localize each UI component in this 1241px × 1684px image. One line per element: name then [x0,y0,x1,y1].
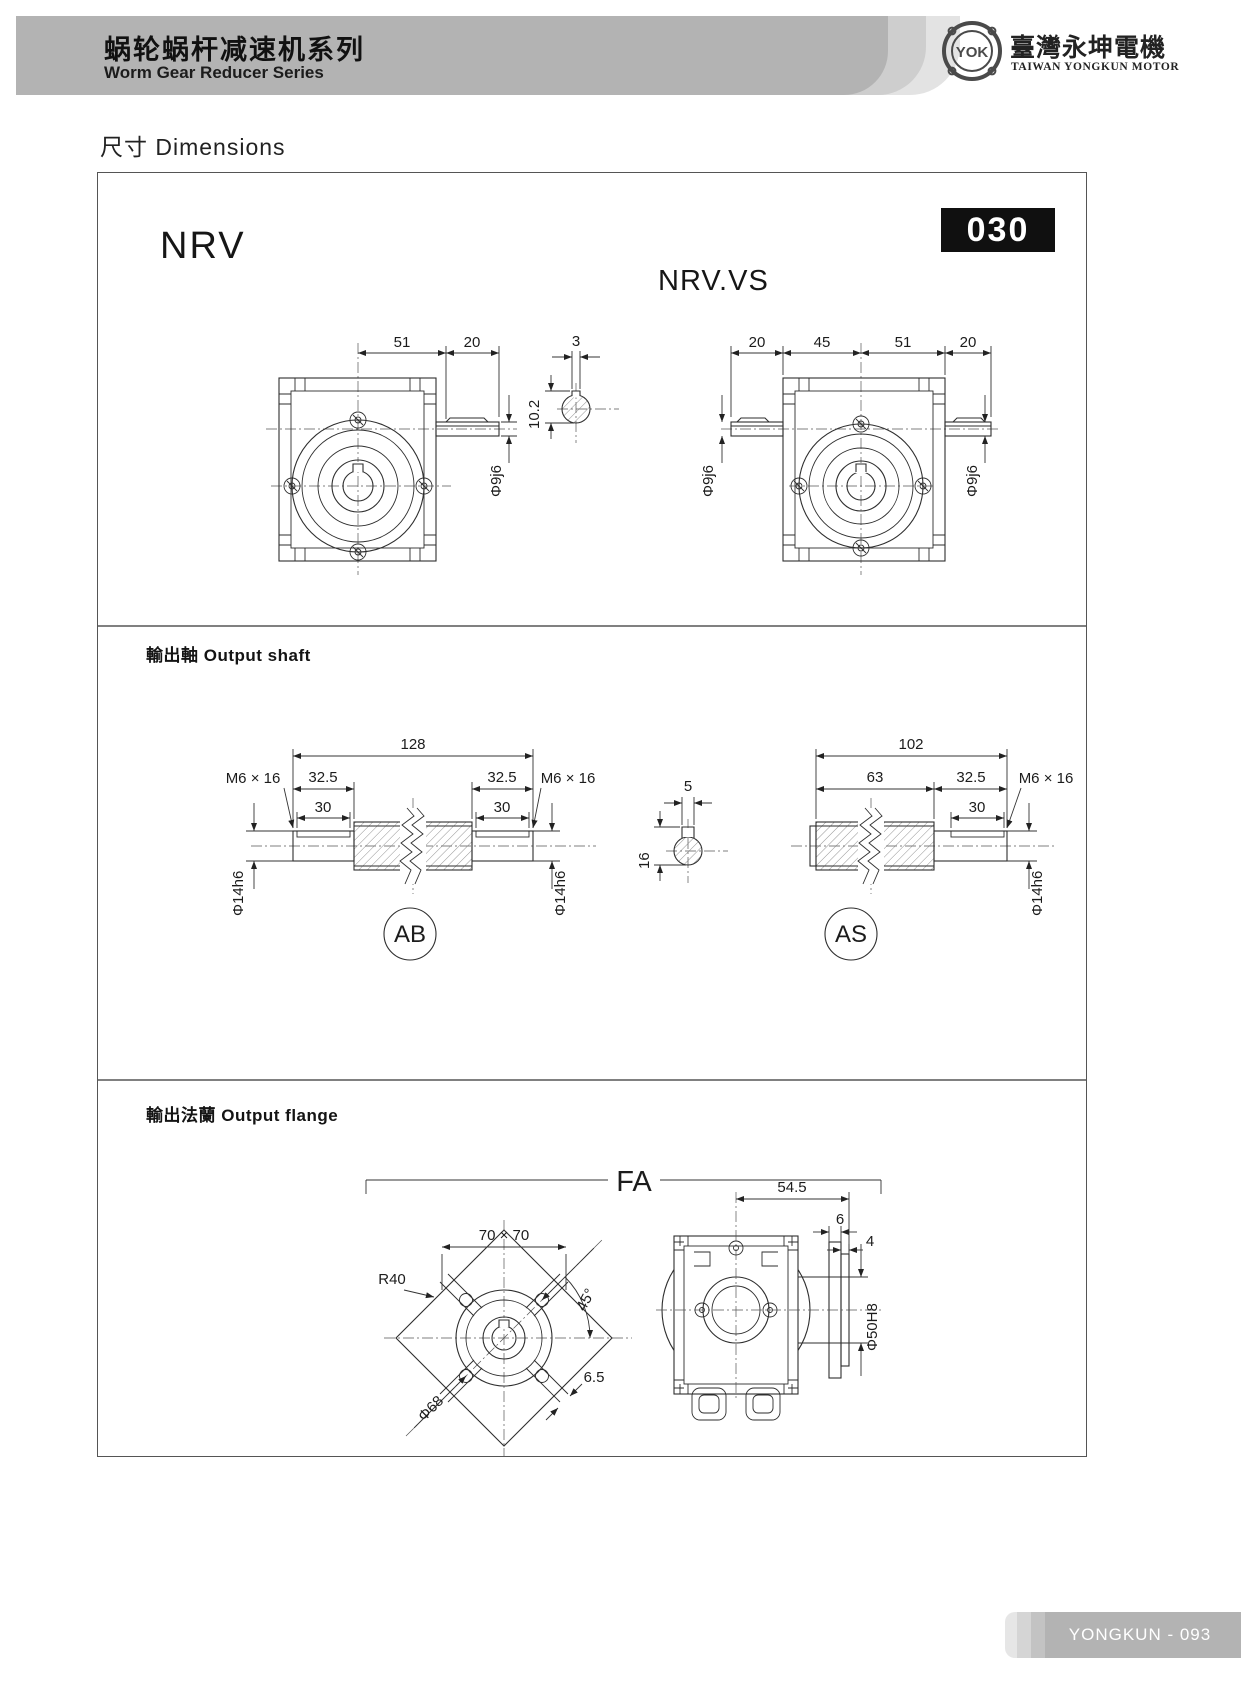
dim-key1-width: 3 [572,333,580,350]
key2-dimensions: 5 16 [636,778,712,881]
as-tag: AS [824,907,878,961]
dim-nrv-51: 51 [394,334,411,351]
dim-flange-bolt-angle: 45° [573,1286,599,1314]
series-title-en: Worm Gear Reducer Series [104,63,324,82]
nrv-key-section-drawing: 3 10.2 [526,333,619,443]
section-divider-2 [98,1079,1086,1081]
ab-dimensions: 128 32.5 32.5 30 30 M6 × 16 M6 × 16 Φ14h… [226,736,596,916]
output-shaft-label-en: Output shaft [203,646,311,665]
dim-ab-end-left: 32.5 [308,769,337,786]
page-title-en: Dimensions [155,134,286,160]
flange-side-view [656,1192,881,1421]
dim-nrvvs-20a: 20 [749,334,766,351]
dim-flange-bolt-circle: Φ68 [415,1393,447,1425]
model-label-nrvvs: NRV.VS [658,265,769,297]
dimensions-box: 030 NRV NRV.VS [97,172,1087,1457]
flange-side-dimensions: 54.5 6 4 Φ50H8 [736,1179,881,1376]
ab-tag-label: AB [394,921,426,948]
dim-ab-key-left: 30 [315,799,332,816]
dim-ab-dia-left: Φ14h6 [230,871,247,916]
nrv-body-outline [278,377,437,562]
as-tag-label: AS [835,921,867,948]
nrv-bolt-ears [283,411,433,561]
dim-flange-bolt-square: 70 × 70 [479,1227,529,1244]
flange-front-dimensions: 70 × 70 R40 45° Φ68 6.5 [378,1227,605,1429]
model-size-badge: 030 [941,208,1055,252]
as-shaft-drawing: 102 63 32.5 30 M6 × 16 Φ14h6 AS [791,736,1074,961]
fa-label: FA [616,1166,652,1198]
brand-name-en: TAIWAN YONGKUN MOTOR [1011,61,1180,73]
output-flange-label-zh: 輸出法蘭 [146,1106,216,1125]
nrv-front-drawing: 51 20 Φ9j6 [266,334,517,575]
nrvvs-front-drawing: 20 45 51 20 Φ9j6 Φ9j6 [700,334,999,575]
output-flange-label-en: Output flange [221,1106,339,1125]
footer-page-ref: YONGKUN - 093 [1068,1625,1212,1644]
ab-shaft-drawing: 128 32.5 32.5 30 30 M6 × 16 M6 × 16 Φ14h… [226,736,596,961]
shaft-key-section-drawing: 5 16 [636,778,728,883]
dim-flange-corner-radius: R40 [378,1271,406,1288]
nrv-centerlines [266,343,517,575]
dim-key2-depth: 16 [636,852,653,869]
nrvvs-centerlines [721,343,999,575]
dim-nrvvs-45: 45 [814,334,831,351]
dim-ab-end-right: 32.5 [487,769,516,786]
dim-as-overall: 102 [898,736,923,753]
dim-flange-offset: 54.5 [777,1179,806,1196]
fa-flange-drawing: FA 70 × 70 R40 [365,1166,882,1456]
dim-as-end: 32.5 [956,769,985,786]
output-flange-section-label: 輸出法蘭 Output flange [146,1101,338,1126]
as-shaft-outline [809,807,1008,885]
ab-tag: AB [383,907,437,961]
dim-nrv-20: 20 [464,334,481,351]
ab-shaft-outline [292,807,534,885]
nrvvs-bolt-ears [790,415,932,557]
nrv-input-shaft [435,417,500,437]
yok-logo-icon: YOK [942,21,1002,81]
nrvvs-body-outline [782,377,946,562]
dim-as-hub: 63 [867,769,884,786]
nrvvs-dimensions: 20 45 51 20 Φ9j6 Φ9j6 [700,334,992,497]
dim-nrv-shaft-dia: Φ9j6 [488,465,505,497]
output-shaft-label-zh: 輸出軸 [146,646,199,665]
dim-as-dia: Φ14h6 [1029,871,1046,916]
header-band: 蜗轮蜗杆减速机系列 Worm Gear Reducer Series [16,16,888,95]
dim-ab-key-right: 30 [494,799,511,816]
dim-nrvvs-shaft-dia-left: Φ9j6 [700,465,717,497]
fa-bracket: FA [365,1166,882,1198]
dim-as-key: 30 [969,799,986,816]
dim-as-tap: M6 × 16 [1019,770,1074,787]
dim-ab-dia-right: Φ14h6 [552,871,569,916]
section-divider-1 [98,625,1086,627]
dim-nrvvs-shaft-dia-right: Φ9j6 [964,465,981,497]
nrv-dimensions: 51 20 Φ9j6 [358,334,517,497]
logo-monogram: YOK [956,44,989,61]
model-label-nrv: NRV [160,225,246,267]
brand-logo: YOK 臺灣永坤電機 TAIWAN YONGKUN MOTOR [940,20,1230,90]
as-dimensions: 102 63 32.5 30 M6 × 16 Φ14h6 [815,736,1074,916]
dim-ab-tap-right: M6 × 16 [541,770,596,787]
dim-key2-width: 5 [684,778,692,795]
dim-nrvvs-51: 51 [895,334,912,351]
page-title-zh: 尺寸 [100,134,148,160]
page-title: 尺寸 Dimensions [100,128,286,162]
dim-flange-plate: 6 [836,1211,844,1228]
dim-flange-slot-width: 6.5 [584,1369,605,1386]
dim-ab-tap-left: M6 × 16 [226,770,281,787]
key1-dimensions: 3 10.2 [526,333,600,439]
dim-flange-spigot: 4 [866,1233,874,1250]
dim-ab-overall: 128 [400,736,425,753]
series-title-zh: 蜗轮蜗杆减速机系列 [104,35,365,65]
brand-name-zh: 臺灣永坤電機 [1010,34,1167,62]
dim-nrvvs-20b: 20 [960,334,977,351]
footer-page-band: YONGKUN - 093 [1005,1612,1241,1658]
output-shaft-section-label: 輸出軸 Output shaft [146,641,311,666]
dim-flange-bore: Φ50H8 [864,1303,881,1351]
dim-key1-depth: 10.2 [526,400,543,429]
